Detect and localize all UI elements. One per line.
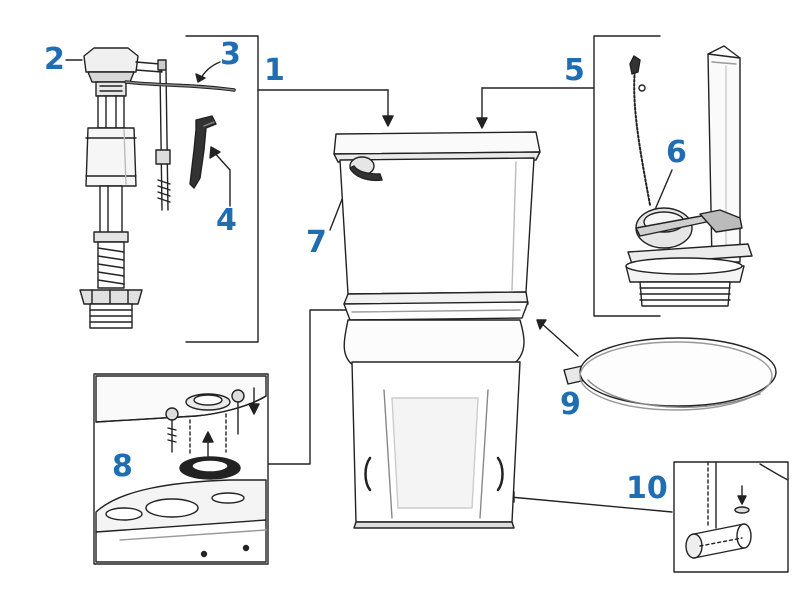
refill-clip — [189, 115, 217, 189]
trip-lever — [349, 156, 383, 182]
inset-tank-gasket — [93, 373, 269, 565]
refill-tube — [124, 80, 236, 92]
fill-valve — [79, 47, 171, 329]
flush-chain — [629, 55, 651, 206]
tank-lid — [333, 131, 541, 163]
tank — [339, 157, 535, 305]
flush-valve — [625, 45, 753, 307]
part-number-7: 7 — [306, 225, 327, 260]
part-number-3: 3 — [220, 37, 241, 72]
part-number-5: 5 — [564, 53, 585, 88]
part-number-6: 6 — [666, 135, 687, 170]
threaded-shank — [97, 241, 125, 289]
part-number-8: 8 — [112, 449, 133, 484]
inset-bolt-cap — [673, 461, 789, 573]
part-number-4: 4 — [216, 203, 237, 238]
part-number-10: 10 — [626, 471, 668, 506]
flapper — [635, 207, 743, 249]
part-number-9: 9 — [560, 387, 581, 422]
part-number-1: 1 — [264, 53, 285, 88]
part-number-2: 2 — [44, 42, 65, 77]
toilet — [333, 131, 541, 529]
toilet-seat — [563, 337, 777, 411]
